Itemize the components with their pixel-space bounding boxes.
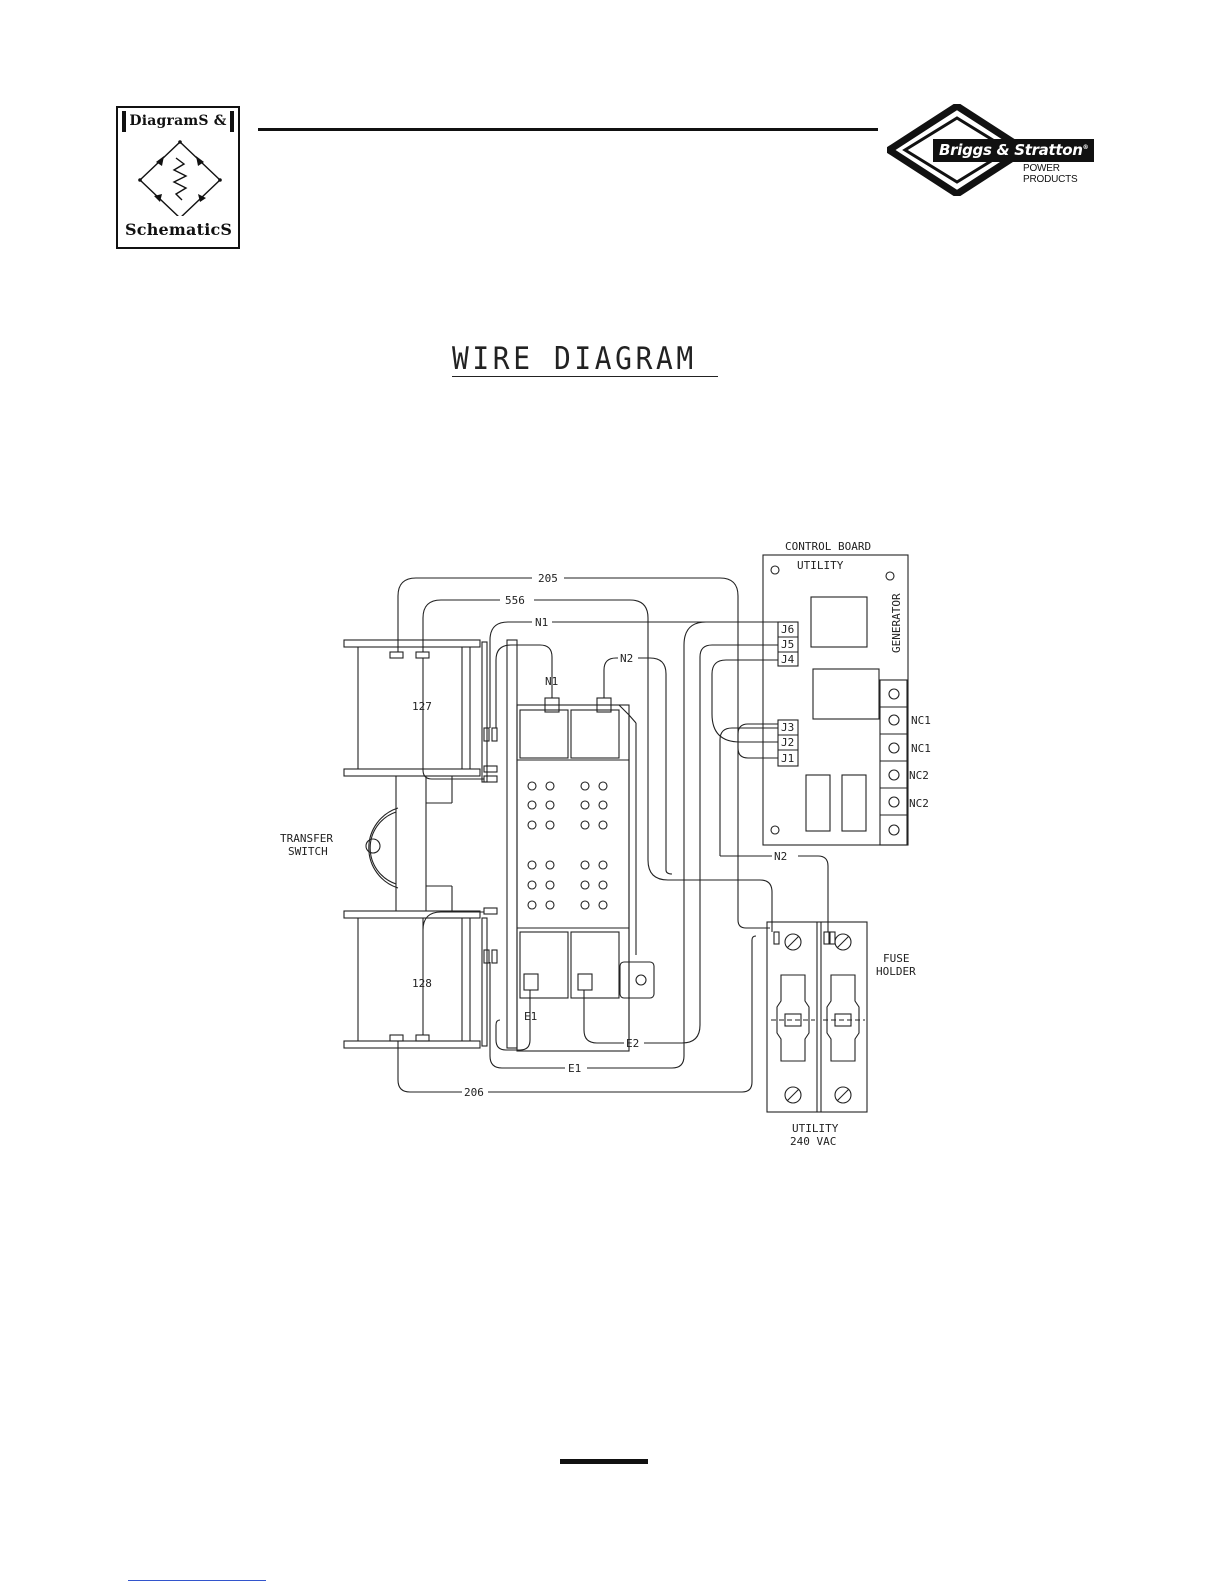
label-n1-top: N1 bbox=[535, 616, 548, 629]
label-e2: E2 bbox=[626, 1037, 639, 1050]
label-e1-block: E1 bbox=[524, 1010, 537, 1023]
label-128: 128 bbox=[412, 977, 432, 990]
jack-j5: J5 bbox=[781, 638, 794, 651]
terminal-nc1-b: NC1 bbox=[911, 742, 931, 755]
jack-j3: J3 bbox=[781, 721, 794, 734]
diagram-labels: 205 556 N1 N2 N1 127 128 E1 E2 E1 206 N2… bbox=[280, 540, 931, 1148]
label-556: 556 bbox=[505, 594, 525, 607]
label-n1-block: N1 bbox=[545, 675, 558, 688]
fuse-holder bbox=[767, 922, 867, 1112]
transfer-switch-label-1: TRANSFER bbox=[280, 832, 333, 845]
label-127: 127 bbox=[412, 700, 432, 713]
relay-block bbox=[507, 640, 654, 1051]
fuse-holder-label-1: FUSE bbox=[883, 952, 910, 965]
wire-127-128 bbox=[423, 912, 484, 1035]
label-n2-right: N2 bbox=[774, 850, 787, 863]
fuse-holder-label-2: HOLDER bbox=[876, 965, 916, 978]
page-number-bar bbox=[560, 1459, 648, 1464]
label-e1-bottom: E1 bbox=[568, 1062, 581, 1075]
utility-supply-label-1: UTILITY bbox=[792, 1122, 839, 1135]
jack-j1: J1 bbox=[781, 752, 794, 765]
jack-j2: J2 bbox=[781, 736, 794, 749]
control-board bbox=[763, 555, 908, 845]
label-206: 206 bbox=[464, 1086, 484, 1099]
terminal-nc2-b: NC2 bbox=[909, 797, 929, 810]
jack-j6: J6 bbox=[781, 623, 794, 636]
footer-link-underline bbox=[128, 1580, 266, 1581]
transfer-switch-label-2: SWITCH bbox=[288, 845, 328, 858]
utility-supply-label-2: 240 VAC bbox=[790, 1135, 836, 1148]
wire-n1 bbox=[490, 622, 778, 728]
control-board-utility: UTILITY bbox=[797, 559, 844, 572]
control-board-title: CONTROL BOARD bbox=[785, 540, 871, 553]
wire-jacks-crossover bbox=[712, 660, 778, 758]
control-board-generator: GENERATOR bbox=[890, 593, 903, 653]
relay-contacts bbox=[528, 782, 607, 909]
wire-e1 bbox=[490, 622, 706, 1068]
terminal-nc1-a: NC1 bbox=[911, 714, 931, 727]
terminal-nc2-a: NC2 bbox=[909, 769, 929, 782]
wire-205 bbox=[398, 578, 770, 928]
jack-j4: J4 bbox=[781, 653, 795, 666]
label-n2-top: N2 bbox=[620, 652, 633, 665]
label-205: 205 bbox=[538, 572, 558, 585]
